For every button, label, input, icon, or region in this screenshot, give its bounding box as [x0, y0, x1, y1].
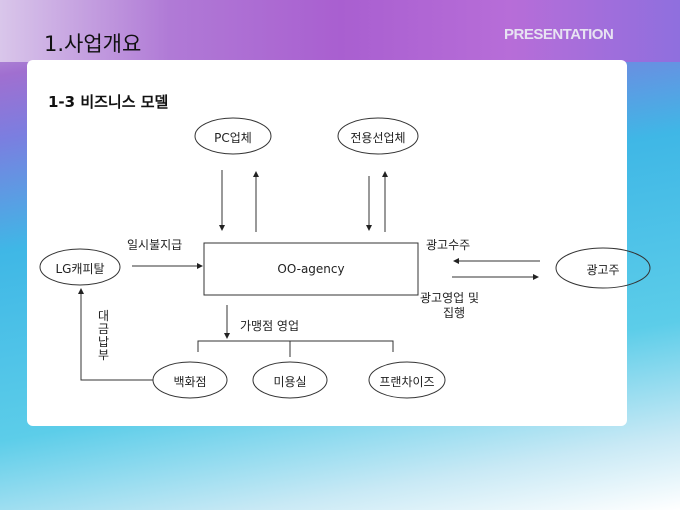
agency-box	[203, 242, 419, 296]
agency-label: OO-agency	[277, 262, 345, 276]
node-salon-shape	[252, 361, 328, 399]
node-lg-shape	[39, 248, 121, 286]
node-pc-shape	[194, 117, 272, 155]
node-salon: 미용실	[273, 375, 307, 389]
node-line-shape	[337, 117, 419, 155]
label-payment: 대금납부	[98, 309, 110, 362]
node-dept: 백화점	[173, 375, 207, 389]
node-advertiser: 광고주	[586, 263, 620, 277]
label-lump: 일시불지급	[127, 238, 183, 252]
label-ad-sales-1: 광고영업 및	[420, 291, 480, 305]
label-franchise-sales: 가맹점 영업	[240, 319, 300, 333]
section-title: 1-3 비즈니스 모델	[48, 93, 169, 111]
node-pc: PC업체	[214, 131, 252, 145]
page-title: 1.사업개요	[44, 32, 142, 56]
header-band	[0, 0, 680, 62]
node-franchise-shape	[368, 361, 446, 399]
label-ad-order: 광고수주	[426, 238, 471, 252]
node-line: 전용선업체	[350, 131, 406, 145]
node-franchise: 프랜차이즈	[379, 375, 435, 389]
node-lg: LG캐피탈	[55, 262, 105, 276]
brand-label: PRESENTATION	[504, 26, 614, 43]
label-ad-sales-2: 집행	[443, 306, 466, 320]
node-advertiser-shape	[555, 247, 651, 289]
